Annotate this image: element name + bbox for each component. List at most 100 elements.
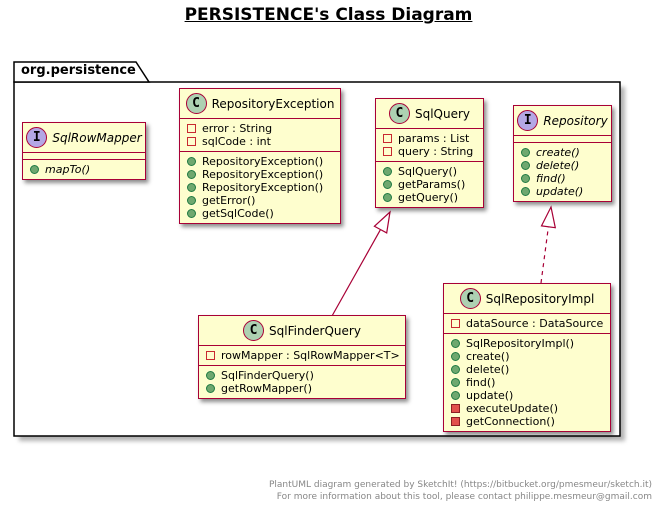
method-row: delete() xyxy=(444,363,610,376)
private-method-icon xyxy=(451,417,460,426)
public-member-icon xyxy=(187,196,196,205)
public-member-icon xyxy=(451,352,460,361)
method-label: executeUpdate() xyxy=(466,402,559,415)
class-stereotype-icon: C xyxy=(185,93,207,114)
class-name: SqlFinderQuery xyxy=(269,323,361,338)
public-member-icon xyxy=(451,378,460,387)
method-label: RepositoryException() xyxy=(202,168,324,181)
method-label: update() xyxy=(536,185,584,198)
methods-section: RepositoryException() RepositoryExceptio… xyxy=(180,151,340,223)
class-box-repository: I Repository create() delete() find() up… xyxy=(513,105,612,202)
method-row: SqlQuery() xyxy=(376,165,483,178)
field-row: error : String xyxy=(180,122,340,135)
class-stereotype-icon: C xyxy=(459,288,481,309)
package-tab xyxy=(13,61,151,83)
public-member-icon xyxy=(30,165,39,174)
public-member-icon xyxy=(187,209,196,218)
diagram-title: PERSISTENCE's Class Diagram xyxy=(184,5,473,25)
method-label: getRowMapper() xyxy=(221,382,313,395)
method-label: SqlFinderQuery() xyxy=(221,369,314,382)
field-row: rowMapper : SqlRowMapper<T> xyxy=(199,349,405,362)
method-row: update() xyxy=(514,185,611,198)
method-row: RepositoryException() xyxy=(180,181,340,194)
class-name: SqlRepositoryImpl xyxy=(485,291,595,306)
methods-section: create() delete() find() update() xyxy=(514,142,611,201)
public-member-icon xyxy=(206,384,215,393)
public-member-icon xyxy=(451,339,460,348)
private-field-icon xyxy=(206,351,215,360)
public-member-icon xyxy=(521,148,530,157)
method-row: update() xyxy=(444,389,610,402)
method-label: mapTo() xyxy=(45,163,91,176)
public-member-icon xyxy=(451,365,460,374)
method-row: getRowMapper() xyxy=(199,382,405,395)
methods-section: mapTo() xyxy=(23,159,145,179)
method-label: delete() xyxy=(536,159,580,172)
public-member-icon xyxy=(383,193,392,202)
method-row: create() xyxy=(514,146,611,159)
class-stereotype-icon: C xyxy=(388,103,410,124)
private-field-icon xyxy=(451,319,460,328)
method-row: RepositoryException() xyxy=(180,168,340,181)
field-row: sqlCode : int xyxy=(180,135,340,148)
method-label: getConnection() xyxy=(466,415,555,428)
fields-section: dataSource : DataSource xyxy=(444,313,610,333)
package-name: org.persistence xyxy=(21,63,136,78)
method-label: find() xyxy=(466,376,496,389)
method-label: find() xyxy=(536,172,566,185)
public-member-icon xyxy=(521,174,530,183)
fields-section xyxy=(514,135,611,142)
fields-section: params : List query : String xyxy=(376,128,483,161)
method-row: getParams() xyxy=(376,178,483,191)
method-label: getError() xyxy=(202,194,256,207)
class-box-sqlquery: C SqlQuery params : List query : String … xyxy=(375,98,484,208)
method-label: create() xyxy=(466,350,510,363)
class-box-sqlrepositoryimpl: C SqlRepositoryImpl dataSource : DataSou… xyxy=(443,283,611,432)
method-label: getSqlCode() xyxy=(202,207,274,220)
methods-section: SqlRepositoryImpl() create() delete() fi… xyxy=(444,333,610,431)
method-label: RepositoryException() xyxy=(202,181,324,194)
field-label: sqlCode : int xyxy=(202,135,271,148)
method-row: getConnection() xyxy=(444,415,610,428)
class-header: C SqlFinderQuery xyxy=(199,316,405,345)
method-row: RepositoryException() xyxy=(180,155,340,168)
class-header: I SqlRowMapper xyxy=(23,123,145,152)
method-label: create() xyxy=(536,146,580,159)
method-label: SqlQuery() xyxy=(398,165,458,178)
class-header: C SqlRepositoryImpl xyxy=(444,284,610,313)
method-row: mapTo() xyxy=(23,163,145,176)
methods-section: SqlQuery() getParams() getQuery() xyxy=(376,161,483,207)
footer-credits: PlantUML diagram generated by SketchIt! … xyxy=(269,479,652,503)
public-member-icon xyxy=(521,161,530,170)
private-method-icon xyxy=(451,404,460,413)
field-label: dataSource : DataSource xyxy=(466,317,604,330)
class-box-sqlrowmapper: I SqlRowMapper mapTo() xyxy=(22,122,146,180)
private-field-icon xyxy=(187,124,196,133)
method-row: SqlFinderQuery() xyxy=(199,369,405,382)
class-header: C SqlQuery xyxy=(376,99,483,128)
public-member-icon xyxy=(383,180,392,189)
method-label: SqlRepositoryImpl() xyxy=(466,337,575,350)
public-member-icon xyxy=(383,167,392,176)
fields-section xyxy=(23,152,145,159)
public-member-icon xyxy=(187,157,196,166)
class-stereotype-icon: C xyxy=(243,320,265,341)
field-row: dataSource : DataSource xyxy=(444,317,610,330)
method-label: getQuery() xyxy=(398,191,459,204)
public-member-icon xyxy=(187,170,196,179)
fields-section: rowMapper : SqlRowMapper<T> xyxy=(199,345,405,365)
method-row: create() xyxy=(444,350,610,363)
method-row: getError() xyxy=(180,194,340,207)
field-label: params : List xyxy=(398,132,470,145)
method-row: getQuery() xyxy=(376,191,483,204)
field-label: error : String xyxy=(202,122,273,135)
method-label: update() xyxy=(466,389,514,402)
method-row: find() xyxy=(444,376,610,389)
method-row: find() xyxy=(514,172,611,185)
class-name: SqlQuery xyxy=(414,106,471,121)
method-label: RepositoryException() xyxy=(202,155,324,168)
field-row: query : String xyxy=(376,145,483,158)
class-box-sqlfinderquery: C SqlFinderQuery rowMapper : SqlRowMappe… xyxy=(198,315,406,399)
footer-line-1: PlantUML diagram generated by SketchIt! … xyxy=(268,480,652,490)
